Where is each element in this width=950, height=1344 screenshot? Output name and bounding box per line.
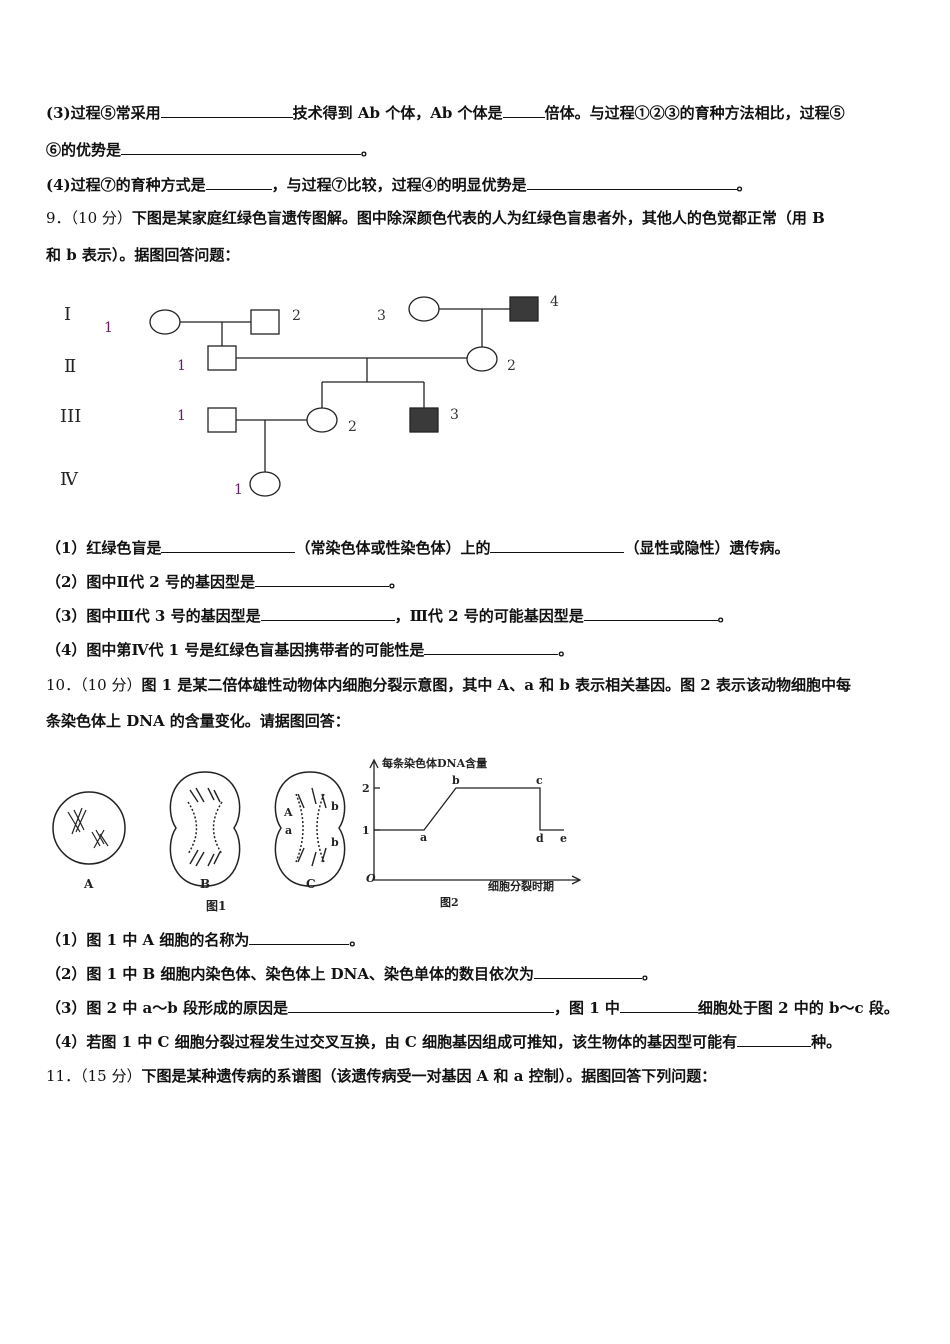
q10-sub2: （2）图 1 中 B 细胞内染色体、染色体上 DNA、染色单体的数目依次为。 bbox=[46, 963, 658, 983]
answer-blank[interactable] bbox=[121, 139, 362, 155]
individual-II-1 bbox=[207, 345, 237, 371]
gen-label-1: Ⅰ bbox=[64, 304, 71, 325]
origin-label: O bbox=[366, 872, 376, 885]
answer-blank[interactable] bbox=[534, 963, 643, 979]
q9-sub1: （1）红绿色盲是（常染色体或性染色体）上的（显性或隐性）遗传病。 bbox=[46, 537, 790, 557]
cell-label-C: C bbox=[306, 877, 316, 891]
label-III-1: 1 bbox=[177, 408, 186, 424]
individual-III-3 bbox=[409, 407, 439, 433]
q9-stem-line2: 和 b 表示）。据图回答问题： bbox=[46, 246, 240, 264]
q10-sub3: （3）图 2 中 a～b 段形成的原因是，图 1 中细胞处于图 2 中的 b～c… bbox=[46, 997, 899, 1017]
label-III-2: 2 bbox=[348, 419, 357, 435]
cell-label-A: A bbox=[83, 877, 94, 891]
gen-label-2: Ⅱ bbox=[64, 356, 76, 377]
y-axis-label: 每条染色体DNA含量 bbox=[382, 756, 487, 770]
gene-label-A: A bbox=[283, 806, 293, 819]
answer-blank[interactable] bbox=[737, 1031, 812, 1047]
individual-III-1 bbox=[207, 407, 237, 433]
gen-label-4: Ⅳ bbox=[60, 469, 79, 490]
answer-blank[interactable] bbox=[249, 929, 350, 945]
q10-sub1: （1）图 1 中 A 细胞的名称为。 bbox=[46, 929, 365, 949]
label-II-1: 1 bbox=[177, 358, 186, 374]
answer-blank[interactable] bbox=[260, 605, 395, 621]
cell-A-chromosomes bbox=[67, 807, 109, 849]
cell-C-chromosomes bbox=[297, 787, 327, 867]
q10-stem-line2: 条染色体上 DNA 的含量变化。请据图回答： bbox=[46, 712, 350, 730]
answer-blank[interactable] bbox=[161, 537, 296, 553]
q9-sub3: （3）图中Ⅲ代 3 号的基因型是，Ⅲ代 2 号的可能基因型是。 bbox=[46, 605, 733, 625]
q11-stem: 11．（15 分）下图是某种遗传病的系谱图（该遗传病受一对基因 A 和 a 控制… bbox=[46, 1067, 717, 1085]
label-II-2: 2 bbox=[507, 358, 516, 374]
q8-part3-line1: (3)过程⑤常采用技术得到 Ab 个体，Ab 个体是倍体。与过程①②③的育种方法… bbox=[46, 102, 845, 122]
individual-II-2 bbox=[466, 346, 498, 372]
answer-blank[interactable] bbox=[254, 571, 389, 587]
label-I-1: 1 bbox=[104, 320, 113, 336]
figure-1-caption: 图1 bbox=[206, 899, 226, 913]
label-III-3: 3 bbox=[450, 407, 459, 423]
answer-blank[interactable] bbox=[502, 102, 545, 118]
gene-label-b-top: b bbox=[331, 800, 339, 813]
point-a: a bbox=[420, 831, 427, 844]
label-IV-1: 1 bbox=[234, 482, 243, 498]
figure-2-caption: 图2 bbox=[440, 896, 459, 909]
cell-A bbox=[52, 791, 126, 865]
answer-blank[interactable] bbox=[287, 997, 554, 1013]
point-e: e bbox=[560, 832, 567, 845]
cell-B-chromosomes bbox=[189, 787, 221, 867]
cell-B bbox=[169, 771, 241, 887]
figure-2-chart: 每条染色体DNA含量 细胞分裂时期 O 2 1 a b c d e 图2 bbox=[362, 756, 582, 909]
individual-III-2 bbox=[306, 407, 338, 433]
cell-label-B: B bbox=[200, 877, 210, 891]
point-c: c bbox=[536, 774, 543, 787]
figure-1-cells: A a b b A B C 图1 bbox=[52, 771, 346, 913]
q8-part3-line2: ⑥的优势是。 bbox=[46, 139, 377, 159]
answer-blank[interactable] bbox=[424, 639, 559, 655]
q10-stem-line1: 10．（10 分）图 1 是某二倍体雄性动物体内细胞分裂示意图，其中 A、a 和… bbox=[46, 676, 851, 694]
individual-I-4 bbox=[509, 296, 539, 322]
q10-sub4: （4）若图 1 中 C 细胞分裂过程发生过交叉互换，由 C 细胞基因组成可推知，… bbox=[46, 1031, 842, 1051]
y-tick-label-2: 2 bbox=[362, 782, 370, 795]
answer-blank[interactable] bbox=[526, 174, 737, 190]
answer-blank[interactable] bbox=[583, 605, 718, 621]
gene-label-b-bottom: b bbox=[331, 836, 339, 849]
y-tick-label-1: 1 bbox=[362, 824, 370, 837]
label-I-4: 4 bbox=[550, 294, 559, 310]
point-b: b bbox=[452, 774, 460, 787]
label-I-3: 3 bbox=[377, 308, 386, 324]
q9-sub4: （4）图中第Ⅳ代 1 号是红绿色盲基因携带者的可能性是。 bbox=[46, 639, 574, 659]
pedigree-chart: Ⅰ Ⅱ III Ⅳ 1 2 3 4 1 2 bbox=[60, 294, 559, 498]
individual-I-3 bbox=[408, 296, 440, 322]
individual-IV-1 bbox=[249, 471, 281, 497]
q9-stem-line1: 9．（10 分）下图是某家庭红绿色盲遗传图解。图中除深颜色代表的人为红绿色盲患者… bbox=[46, 209, 825, 227]
label-I-2: 2 bbox=[292, 308, 301, 324]
dna-content-line bbox=[374, 787, 564, 831]
gene-label-a: a bbox=[285, 824, 292, 837]
individual-I-2 bbox=[250, 309, 280, 335]
answer-blank[interactable] bbox=[619, 997, 698, 1013]
gen-label-3: III bbox=[60, 406, 81, 427]
answer-blank[interactable] bbox=[205, 174, 272, 190]
x-axis-label: 细胞分裂时期 bbox=[488, 879, 554, 893]
q9-sub2: （2）图中Ⅱ代 2 号的基因型是。 bbox=[46, 571, 404, 591]
q8-part4: (4)过程⑦的育种方式是，与过程⑦比较，过程④的明显优势是。 bbox=[46, 174, 752, 194]
answer-blank[interactable] bbox=[490, 537, 625, 553]
individual-I-1 bbox=[149, 309, 181, 335]
cell-C bbox=[274, 771, 346, 887]
answer-blank[interactable] bbox=[160, 102, 293, 118]
point-d: d bbox=[536, 832, 544, 845]
